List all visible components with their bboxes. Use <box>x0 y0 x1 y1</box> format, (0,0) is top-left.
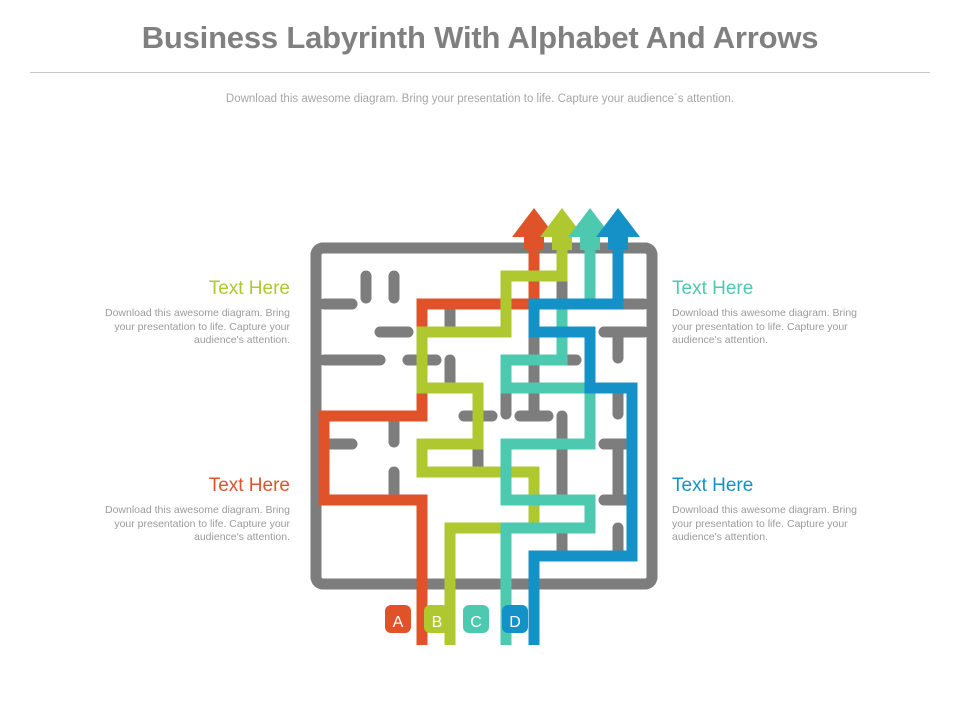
badge-c-shape <box>463 605 489 633</box>
page-title: Business Labyrinth With Alphabet And Arr… <box>141 20 819 55</box>
route-path-b <box>416 234 568 645</box>
text-block-top-left-heading: Text Here <box>208 278 290 299</box>
labyrinth-diagram: A B C D <box>310 208 658 645</box>
badge-d-shape <box>502 605 528 633</box>
text-block-bottom-left: Text Here Download this awesome diagram.… <box>85 475 290 545</box>
badge-b[interactable]: B <box>424 605 450 633</box>
arrow-c-icon <box>568 208 612 250</box>
route-path-a <box>318 234 540 645</box>
badge-a-label: A <box>393 614 404 631</box>
text-block-bottom-left-heading: Text Here <box>208 475 290 496</box>
route-path-d <box>528 234 638 645</box>
arrow-d-icon <box>596 208 640 250</box>
text-block-bottom-right-heading: Text Here <box>672 475 754 496</box>
badge-c[interactable]: C <box>463 605 489 633</box>
title-divider <box>30 72 930 73</box>
text-block-bottom-left-body: Download this awesome diagram. Bring you… <box>104 504 290 543</box>
text-block-top-left: Text Here Download this awesome diagram.… <box>85 278 290 348</box>
badge-a-shape <box>385 605 411 633</box>
arrow-b-icon <box>540 208 584 250</box>
page-subtitle: Download this awesome diagram. Bring you… <box>225 93 735 105</box>
badge-a[interactable]: A <box>385 605 411 633</box>
badge-b-shape <box>424 605 450 633</box>
text-block-bottom-right: Text Here Download this awesome diagram.… <box>672 475 877 545</box>
text-block-top-left-body: Download this awesome diagram. Bring you… <box>104 307 290 346</box>
text-block-bottom-right-body: Download this awesome diagram. Bring you… <box>672 504 858 543</box>
arrow-a-icon <box>512 208 556 250</box>
route-path-c <box>500 234 596 645</box>
badge-d-label: D <box>509 614 521 631</box>
text-block-top-right-heading: Text Here <box>672 278 754 299</box>
badge-b-label: B <box>432 614 443 631</box>
text-block-top-right: Text Here Download this awesome diagram.… <box>672 278 877 348</box>
arrow-heads <box>512 208 640 250</box>
badge-d[interactable]: D <box>502 605 528 633</box>
text-block-top-right-body: Download this awesome diagram. Bring you… <box>672 307 858 346</box>
badge-c-label: C <box>470 614 482 631</box>
